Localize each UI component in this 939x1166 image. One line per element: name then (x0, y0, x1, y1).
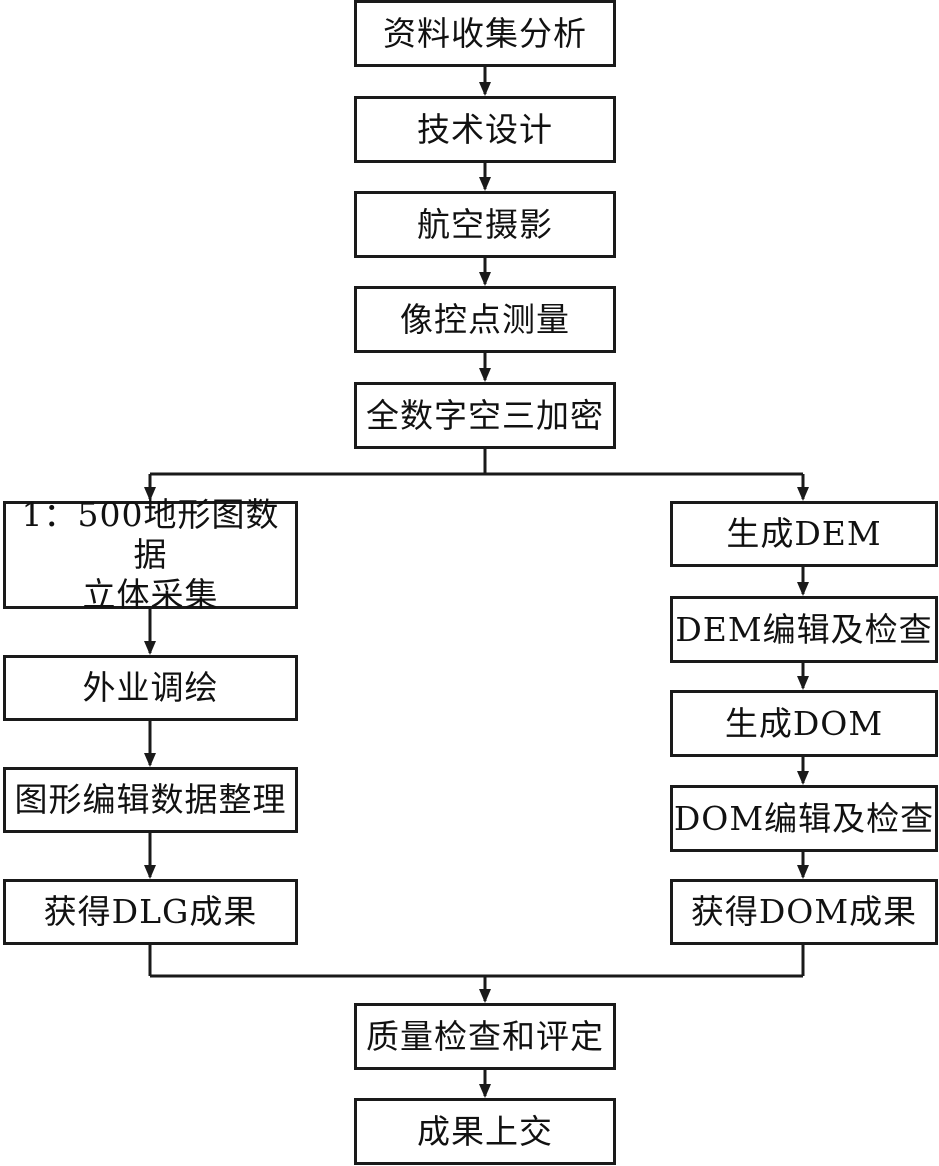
step-label: 外业调绘 (82, 668, 219, 707)
step-dom-result: 获得DOM成果 (670, 879, 938, 945)
step-label: 成果上交 (417, 1111, 553, 1151)
arrow-head-icon (144, 487, 156, 501)
step-label: 1：500地形图数据 立体采集 (21, 495, 280, 614)
step-aerotriangulation: 全数字空三加密 (354, 382, 616, 449)
step-label: 资料收集分析 (383, 13, 587, 53)
step-label: 全数字空三加密 (366, 395, 604, 435)
step-stereo-collection: 1：500地形图数据 立体采集 (3, 495, 298, 614)
arrow-head-icon (144, 641, 156, 655)
step-label: 图形编辑数据整理 (14, 780, 287, 819)
arrow-head-icon (479, 368, 491, 382)
step-label: 像控点测量 (400, 299, 570, 339)
step-label: 技术设计 (417, 109, 553, 149)
step-label: 生成DEM (726, 514, 882, 553)
step-dem-edit-check: DEM编辑及检查 (670, 596, 938, 663)
step-label: DEM编辑及检查 (675, 609, 933, 649)
step-submit-results: 成果上交 (354, 1098, 616, 1165)
step-generate-dem: 生成DEM (670, 501, 938, 567)
arrow-head-icon (797, 771, 809, 785)
arrow-head-icon (797, 676, 809, 690)
arrow-head-icon (479, 272, 491, 286)
step-label: 航空摄影 (417, 204, 553, 244)
arrow-head-icon (144, 865, 156, 879)
step-quality-check: 质量检查和评定 (354, 1003, 616, 1070)
step-graphic-editing: 图形编辑数据整理 (3, 767, 298, 833)
step-label: 获得DLG成果 (43, 892, 258, 931)
step-label: 获得DOM成果 (690, 892, 918, 931)
arrow-head-icon (797, 487, 809, 501)
step-data-collection-analysis: 资料收集分析 (354, 0, 616, 67)
step-dom-edit-check: DOM编辑及检查 (670, 785, 938, 852)
step-label: DOM编辑及检查 (673, 798, 935, 838)
arrow-head-icon (479, 82, 491, 96)
step-label: 质量检查和评定 (366, 1016, 604, 1056)
step-technical-design: 技术设计 (354, 96, 616, 163)
arrow-head-icon (479, 1084, 491, 1098)
step-aerial-photography: 航空摄影 (354, 191, 616, 258)
step-label: 生成DOM (724, 703, 884, 743)
arrow-head-icon (144, 753, 156, 767)
step-dlg-result: 获得DLG成果 (3, 879, 298, 945)
step-control-point-survey: 像控点测量 (354, 286, 616, 353)
arrow-head-icon (479, 989, 491, 1003)
arrow-head-icon (479, 177, 491, 191)
step-generate-dom: 生成DOM (670, 690, 938, 757)
step-field-annotation: 外业调绘 (3, 655, 298, 721)
arrow-head-icon (797, 582, 809, 596)
arrow-head-icon (797, 865, 809, 879)
